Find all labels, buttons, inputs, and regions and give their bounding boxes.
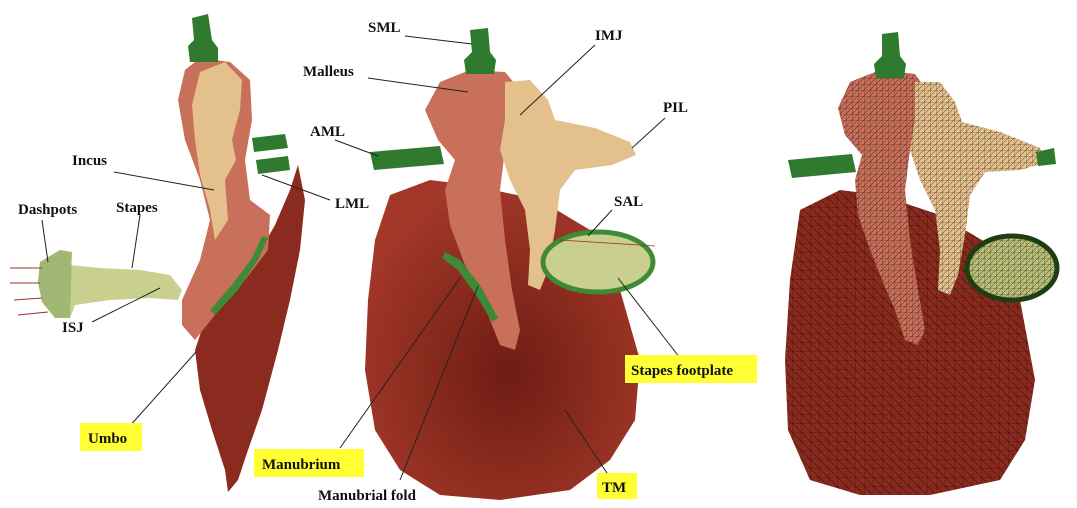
leader-stapes (132, 215, 140, 268)
label-sal: SAL (614, 194, 643, 210)
leader-dashpots (42, 220, 48, 262)
leader-aml (335, 140, 378, 156)
label-pil: PIL (663, 100, 688, 116)
label-lml: LML (335, 196, 369, 212)
sml-ligament-mesh (874, 32, 906, 78)
label-stapes-footplate: Stapes footplate (631, 363, 733, 379)
right-view-mesh (785, 32, 1057, 495)
label-umbo: Umbo (88, 431, 127, 447)
leader-umbo (128, 352, 196, 428)
aml-ligament-mesh (788, 154, 856, 178)
stapes-footplate-left-rim (38, 250, 72, 318)
label-isj: ISJ (62, 320, 84, 336)
label-sml: SML (368, 20, 401, 36)
label-imj: IMJ (595, 28, 623, 44)
left-view (10, 14, 305, 492)
label-manubrium: Manubrium (262, 457, 341, 473)
lml-ligament-upper (252, 134, 288, 152)
label-incus: Incus (72, 153, 107, 169)
lml-ligament-lower (256, 156, 290, 174)
label-manubrial-fold: Manubrial fold (318, 488, 417, 504)
label-dashpots: Dashpots (18, 202, 77, 218)
leader-sml (405, 36, 472, 44)
label-tm: TM (602, 480, 626, 496)
label-aml: AML (310, 124, 345, 140)
middle-view (365, 28, 655, 500)
label-malleus: Malleus (303, 64, 354, 80)
leader-imj (520, 45, 595, 115)
label-stapes: Stapes (116, 200, 158, 216)
sml-ligament-middle (464, 28, 496, 74)
sml-ligament-left (188, 14, 218, 62)
aml-ligament (370, 146, 444, 170)
leader-pil (632, 118, 665, 148)
